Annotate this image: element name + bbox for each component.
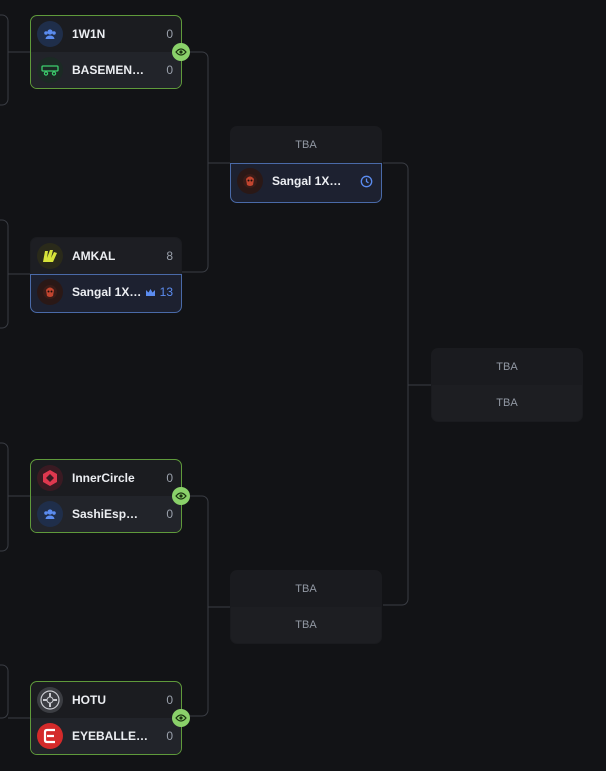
team-name: InnerCircle	[72, 471, 135, 485]
match-card-qf3[interactable]: InnerCircle 0 SashiEsp… 0	[30, 459, 182, 533]
team-row[interactable]: Sangal 1X…	[231, 163, 381, 199]
match-card-qf1[interactable]: 1W1N 0 BASEMEN… 0	[30, 15, 182, 89]
team-name: EYEBALLE…	[72, 729, 149, 743]
team-row[interactable]: EYEBALLE… 0	[31, 718, 181, 754]
team-name: Sangal 1X…	[72, 285, 142, 299]
team-score: 0	[166, 63, 173, 77]
innercircle-logo-icon	[43, 470, 57, 486]
team-logo-hotu	[37, 687, 63, 713]
team-logo-innercircle	[37, 465, 63, 491]
team-name: 1W1N	[72, 27, 106, 41]
team-name: HOTU	[72, 693, 106, 707]
team-logo-sangal	[37, 279, 63, 305]
team-score: 13	[159, 285, 173, 299]
users-icon	[44, 29, 56, 39]
match-card-qf2[interactable]: AMKAL 8 Sangal 1X… 13	[30, 237, 182, 313]
sangal-logo-icon	[43, 285, 57, 299]
team-score: 8	[166, 249, 173, 263]
team-score: 0	[166, 693, 173, 707]
crown-icon	[145, 288, 156, 297]
match-card-sf1[interactable]: TBA Sangal 1X…	[230, 126, 382, 203]
team-score: 0	[166, 27, 173, 41]
prev-round-connector	[0, 442, 9, 552]
team-logo-basement	[37, 57, 63, 83]
team-score: 0	[166, 729, 173, 743]
sangal-logo-icon	[243, 174, 257, 188]
qf-connector-bottom	[182, 495, 209, 717]
hotu-logo-icon	[40, 690, 60, 710]
eye-icon	[175, 48, 187, 56]
basement-logo-icon	[41, 65, 59, 76]
team-row[interactable]: 1W1N 0	[31, 16, 181, 52]
tba-slot: TBA	[295, 583, 317, 595]
eyeballers-logo-icon	[43, 728, 55, 744]
team-name: BASEMEN…	[72, 63, 145, 77]
eye-icon	[175, 492, 187, 500]
team-row[interactable]: HOTU 0	[31, 682, 181, 718]
amkal-logo-icon	[43, 250, 57, 262]
team-logo-amkal	[37, 243, 63, 269]
qf-connector-top	[182, 51, 209, 273]
users-icon	[44, 509, 56, 519]
match-card-final[interactable]: TBA TBA	[431, 348, 583, 422]
team-name: AMKAL	[72, 249, 116, 263]
live-watch-button[interactable]	[172, 709, 190, 727]
prev-round-connector	[0, 14, 9, 106]
tba-slot: TBA	[496, 361, 518, 373]
tba-slot: TBA	[295, 139, 317, 151]
team-logo-eyeballers	[37, 723, 63, 749]
prev-round-connector	[0, 219, 9, 329]
team-logo-sangal	[237, 168, 263, 194]
team-score: 0	[166, 507, 173, 521]
team-row[interactable]: SashiEsp… 0	[31, 496, 181, 532]
team-logo-sashiesports	[37, 501, 63, 527]
live-watch-button[interactable]	[172, 487, 190, 505]
team-row[interactable]: AMKAL 8	[31, 238, 181, 274]
eye-icon	[175, 714, 187, 722]
team-score: 0	[166, 471, 173, 485]
team-logo-1w1n	[37, 21, 63, 47]
clock-icon	[360, 175, 373, 188]
team-row[interactable]: InnerCircle 0	[31, 460, 181, 496]
team-name: Sangal 1X…	[272, 174, 342, 188]
match-card-qf4[interactable]: HOTU 0 EYEBALLE… 0	[30, 681, 182, 755]
tba-slot: TBA	[432, 385, 582, 421]
match-card-sf2[interactable]: TBA TBA	[230, 570, 382, 644]
team-row[interactable]: Sangal 1X… 13	[31, 274, 181, 310]
team-name: SashiEsp…	[72, 507, 139, 521]
prev-round-connector	[0, 664, 9, 719]
tba-slot: TBA	[231, 607, 381, 643]
live-watch-button[interactable]	[172, 43, 190, 61]
semi-connector	[383, 162, 409, 606]
team-row[interactable]: BASEMEN… 0	[31, 52, 181, 88]
